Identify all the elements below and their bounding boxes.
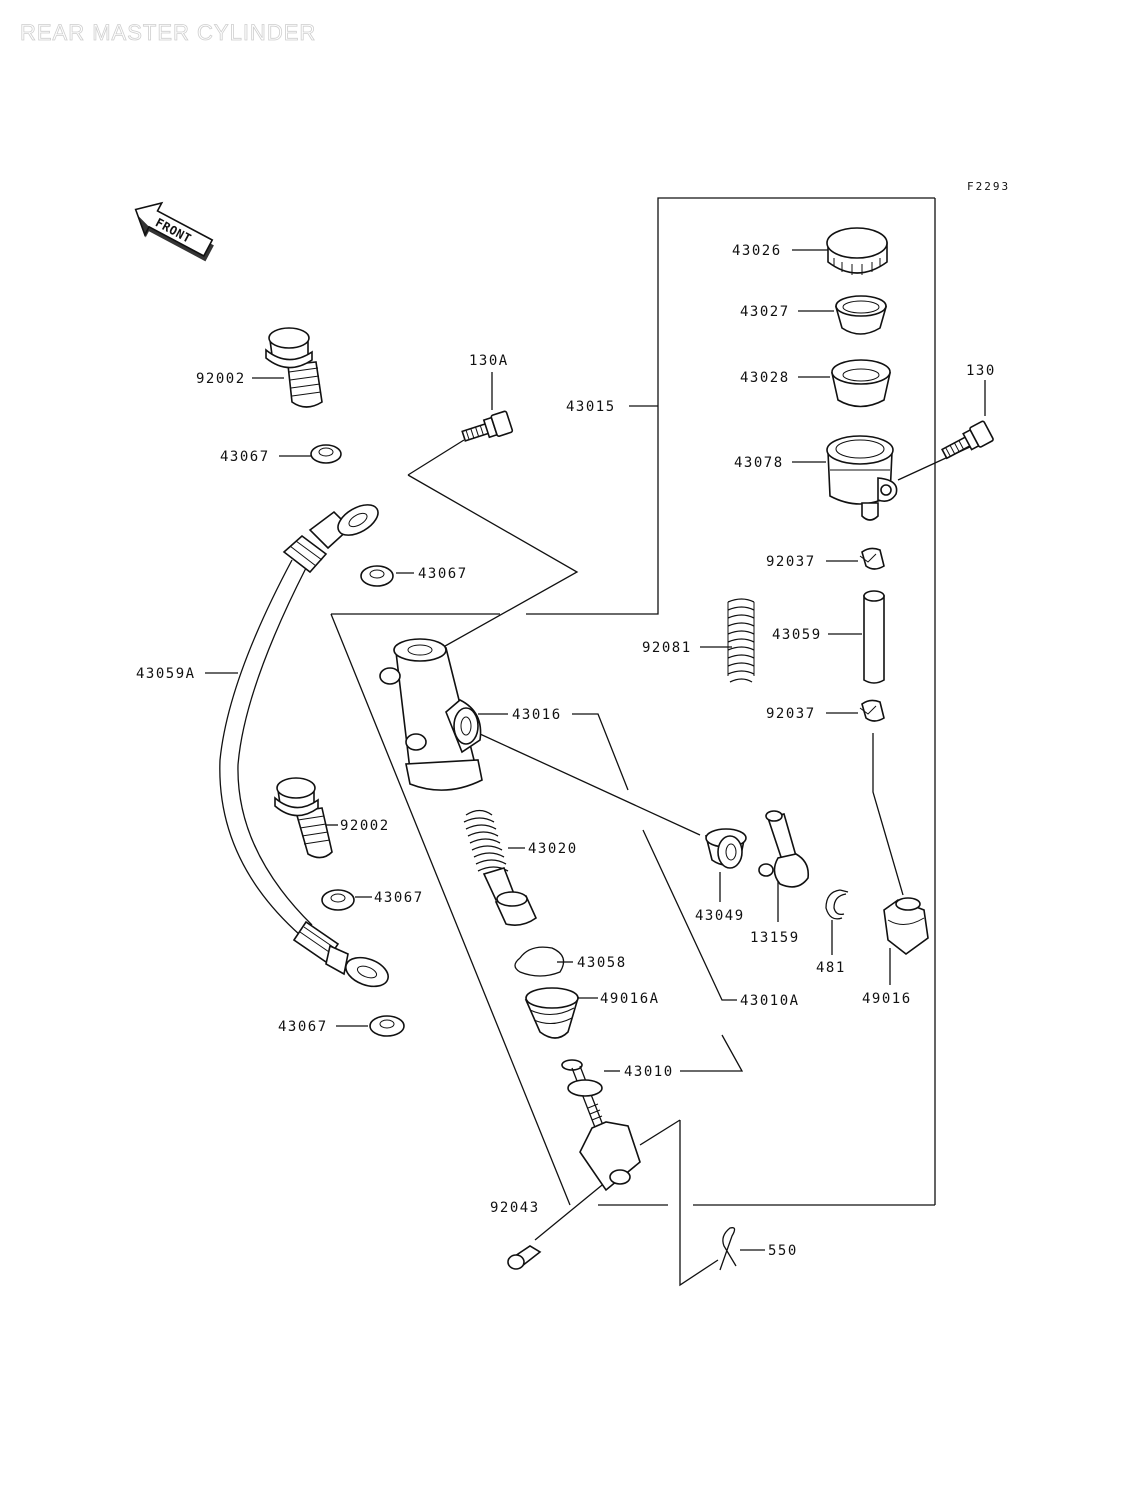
piston-spring-part [463,809,538,926]
hose-clamp-upper-part [859,547,885,570]
label-43020: 43020 [528,841,578,857]
label-13159: 13159 [750,930,800,946]
bolt-130-part [941,420,994,460]
label-92002-lower: 92002 [340,818,390,834]
label-43015: 43015 [566,399,616,415]
label-43028: 43028 [740,370,790,386]
label-43067-second: 43067 [418,566,468,582]
grommet-part [704,828,747,869]
label-43026: 43026 [732,243,782,259]
diagram-title: REAR MASTER CYLINDER [20,20,316,45]
spring-part [727,598,755,683]
label-481: 481 [816,960,846,976]
label-92081: 92081 [642,640,692,656]
label-43059a: 43059A [136,666,196,682]
leader-lines [205,249,986,1287]
label-43067-lower: 43067 [278,1019,328,1035]
washer-3-part [321,889,355,911]
washer-1-part [310,444,342,464]
banjo-bolt-upper-part [265,327,323,408]
label-130: 130 [966,363,996,379]
banjo-bolt-lower-part [274,777,333,859]
washer-4-part [369,1015,405,1037]
master-cylinder-body-part [379,638,483,791]
label-92037-lower: 92037 [766,706,816,722]
cotter-pin-part [719,1227,737,1271]
figure-code: F2293 [967,180,1010,193]
dust-boot-part [524,987,580,1039]
reservoir-hose-part [863,590,885,684]
joint-fitting-part [758,810,810,888]
label-92002-upper: 92002 [196,371,246,387]
front-arrow-icon: FRONT [134,201,214,262]
circlip-part [514,946,565,977]
label-43016: 43016 [512,707,562,723]
brake-hose-part [219,504,389,988]
clevis-pin-part [507,1245,542,1270]
part-labels: 43026 43027 43028 43078 130 130A 43015 9… [136,243,996,1259]
label-49016a: 49016A [600,991,660,1007]
circlip-481-part [825,889,849,920]
label-43067-third: 43067 [374,890,424,906]
label-43010a: 43010A [740,993,800,1009]
label-43058: 43058 [577,955,627,971]
diaphragm-part [831,359,891,408]
label-43049: 43049 [695,908,745,924]
bolt-130a-part [461,410,514,442]
label-43067-upper: 43067 [220,449,270,465]
washer-2-part [360,565,394,587]
push-rod-part [561,1059,641,1192]
reservoir-cap-part [826,227,888,275]
label-550: 550 [768,1243,798,1259]
label-92037-upper: 92037 [766,554,816,570]
label-43059: 43059 [772,627,822,643]
diaphragm-plate-part [834,295,888,335]
label-92043: 92043 [490,1200,540,1216]
reservoir-part [826,435,898,521]
cap-boot-part [883,897,929,956]
label-43078: 43078 [734,455,784,471]
hose-clamp-lower-part [859,699,885,722]
label-43010: 43010 [624,1064,674,1080]
label-130a: 130A [469,353,509,369]
label-49016: 49016 [862,991,912,1007]
label-43027: 43027 [740,304,790,320]
